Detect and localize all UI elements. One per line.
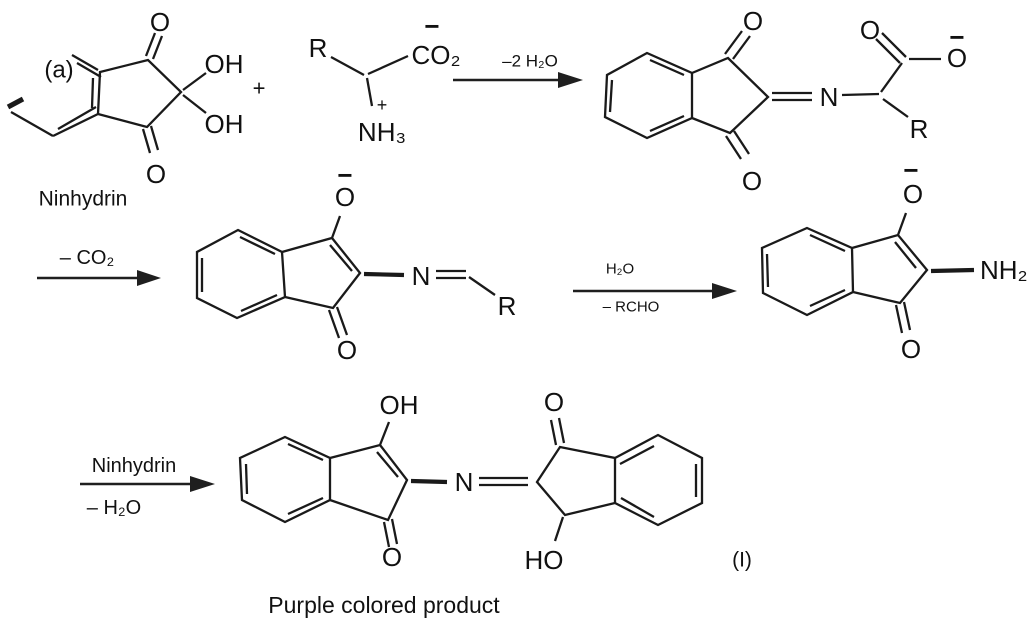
imine-carboxylate-double-bond-lines (608, 32, 907, 155)
ninhydrin-carbonyl-o-bottom: O (146, 159, 166, 189)
ruhemann-ho-bottom: HO (525, 545, 564, 575)
aminoindanone-o-bottom: O (901, 334, 921, 364)
ninhydrin-double-bond-lines (57, 35, 164, 151)
reaction-arrow-4: Ninhydrin – H₂O (80, 455, 215, 519)
ruhemann-purple-bonds (238, 419, 704, 548)
ruhemann-bridge-nitrogen: N (455, 467, 474, 497)
enolate-minus-charge-2: − (903, 155, 918, 185)
arrow-3-condition-bottom: – RCHO (603, 299, 660, 316)
imine-carboxylate-structure: O O N O − O R (603, 6, 967, 196)
arrow-2-head (137, 270, 161, 286)
enolate-minus-charge-1: − (337, 160, 352, 190)
aminoindanone-structure: − O NH₂ O (760, 155, 1028, 364)
imine-carboxylate-bonds (603, 30, 941, 160)
amine-label: NH₂ (980, 255, 1028, 285)
ninhydrin-clipped-ring-remnant (6, 96, 25, 110)
ninhydrin-hydroxyl-bottom: OH (205, 109, 244, 139)
product-roman-numeral: (I) (732, 549, 752, 572)
figure-caption: Purple colored product (268, 592, 500, 618)
imine-r-group: R (910, 114, 929, 144)
ruhemann-oh-top: OH (380, 390, 419, 420)
carboxylate-label: CO₂ (411, 40, 460, 70)
ruhemann-o-bottom-left: O (382, 542, 402, 572)
amino-acid-r-group: R (309, 33, 328, 63)
arrow-3-head (712, 283, 737, 299)
ruhemann-o-top-right: O (544, 387, 564, 417)
ninhydrin-bonds (10, 32, 207, 154)
panel-label: (a) (44, 57, 73, 84)
amino-acid-bonds (330, 54, 409, 107)
arrow-2-condition: – CO₂ (60, 247, 114, 269)
carboxyl-o-double: O (860, 15, 880, 45)
imine-nitrogen: N (820, 82, 839, 112)
schiff-base-cn-bond (363, 271, 405, 278)
ammonium-label: NH₃ (358, 117, 406, 147)
ninhydrin-structure: O O OH OH Ninhydrin (6, 7, 244, 211)
dione-o-top: O (743, 6, 763, 36)
plus-sign: + (253, 76, 266, 101)
schiff-base-o-bottom: O (337, 335, 357, 365)
schiff-base-structure: − O N R O (195, 160, 517, 365)
ninhydrin-hydroxyl-top: OH (205, 49, 244, 79)
carboxylate-o-minus-charge: − (949, 22, 964, 52)
dione-o-bottom: O (742, 166, 762, 196)
schiff-base-r-group: R (498, 291, 517, 321)
aminoindanone-cn-bond (930, 267, 975, 274)
aminoindanone-bonds (760, 212, 929, 334)
schiff-base-bonds (195, 215, 496, 339)
reaction-arrow-3: H₂O – RCHO (573, 261, 737, 316)
carboxylate-o: O (947, 43, 967, 73)
reaction-arrow-1: –2 H₂O (453, 52, 583, 88)
arrow-4-condition-bottom: – H₂O (87, 497, 141, 519)
schiff-base-nitrogen: N (412, 261, 431, 291)
reaction-arrow-2: – CO₂ (37, 247, 161, 286)
arrow-4-condition-top: Ninhydrin (92, 455, 176, 477)
ruhemann-purple-structure: OH O N O HO (238, 387, 704, 575)
arrow-1-head (558, 72, 583, 88)
schiff-base-double-bond-lines (200, 235, 466, 336)
amino-acid-structure: R CO₂ − + NH₃ (309, 11, 461, 147)
ammonium-plus-charge: + (377, 95, 388, 115)
ruhemann-purple-cn-bond (410, 478, 448, 485)
arrow-3-condition-top: H₂O (606, 261, 634, 278)
ninhydrin-carbonyl-o-top: O (150, 7, 170, 37)
carboxylate-minus-charge: − (424, 11, 439, 41)
aminoindanone-double-bond-lines (765, 233, 917, 331)
ruhemann-purple-double-bond-lines (244, 417, 698, 545)
arrow-4-head (190, 476, 215, 492)
enolate-o-1: O (335, 182, 355, 212)
arrow-1-condition: –2 H₂O (502, 52, 558, 71)
ninhydrin-name-label: Ninhydrin (39, 188, 128, 211)
enolate-o-2: O (903, 179, 923, 209)
